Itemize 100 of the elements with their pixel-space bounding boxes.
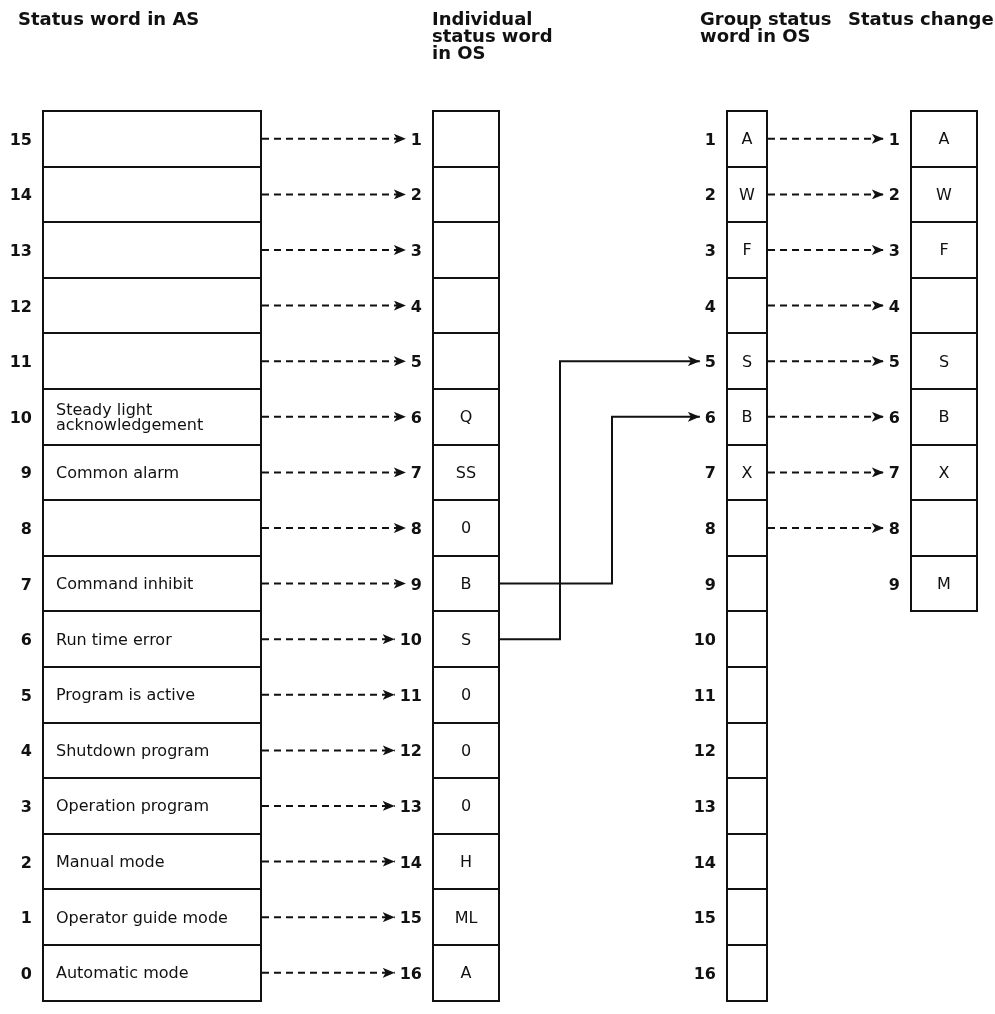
status-code: S — [938, 353, 950, 369]
status-code: 0 — [460, 798, 472, 814]
row-number: 3 — [704, 240, 716, 260]
bit-number: 14 — [9, 184, 32, 204]
bit-number: 4 — [20, 740, 32, 760]
dashed-arrow — [767, 300, 885, 311]
row-number: 9 — [704, 574, 716, 594]
row-number: 16 — [693, 963, 716, 983]
row-number: 3 — [410, 240, 422, 260]
dashed-arrow — [767, 411, 885, 422]
bit-number: 10 — [9, 407, 32, 427]
status-code: X — [741, 464, 753, 480]
status-code: B — [938, 409, 950, 425]
row-number: 2 — [704, 184, 716, 204]
row-number: 4 — [888, 296, 900, 316]
bit-number: 6 — [20, 629, 32, 649]
row-number: 8 — [888, 518, 900, 538]
status-code: X — [938, 464, 950, 480]
row-number: 10 — [399, 629, 422, 649]
status-code: S — [741, 353, 753, 369]
bit-number: 1 — [20, 907, 32, 927]
status-description: Manual mode — [55, 854, 165, 870]
row-number: 2 — [888, 184, 900, 204]
status-description: Command inhibit — [55, 576, 194, 592]
dashed-arrow — [767, 133, 885, 144]
bit-number: 12 — [9, 296, 32, 316]
status-description: Run time error — [55, 631, 172, 647]
dashed-arrow — [261, 189, 407, 200]
row-number: 14 — [399, 852, 422, 872]
bit-number: 0 — [20, 963, 32, 983]
dashed-arrow — [767, 467, 885, 478]
status-code: ML — [454, 909, 478, 925]
dashed-arrow — [261, 523, 407, 533]
dashed-arrow — [767, 245, 885, 255]
bit-number: 7 — [20, 574, 32, 594]
bit-number: 2 — [20, 852, 32, 872]
row-number: 11 — [693, 685, 716, 705]
status-code: B — [741, 409, 753, 425]
status-code: 0 — [460, 520, 472, 536]
row-number: 6 — [410, 407, 422, 427]
bit-number: 15 — [9, 129, 32, 149]
row-number: 16 — [399, 963, 422, 983]
status-code: A — [741, 131, 753, 147]
row-number: 3 — [888, 240, 900, 260]
status-description: Automatic mode — [55, 965, 189, 981]
status-code: 0 — [460, 742, 472, 758]
row-number: 12 — [399, 740, 422, 760]
row-number: 11 — [399, 685, 422, 705]
dashed-arrow — [261, 300, 407, 311]
row-number: 8 — [410, 518, 422, 538]
status-description: Shutdown program — [55, 742, 210, 758]
row-number: 9 — [410, 574, 422, 594]
status-description: Operation program — [55, 798, 209, 814]
status-description: Program is active — [55, 687, 196, 703]
row-number: 8 — [704, 518, 716, 538]
bit-number: 9 — [20, 462, 32, 482]
column-heading: Group status word in OS — [700, 10, 833, 44]
row-number: 6 — [704, 407, 716, 427]
dashed-arrow — [261, 467, 407, 478]
status-description: Common alarm — [55, 464, 180, 480]
dashed-arrow — [261, 634, 396, 645]
status-code: F — [939, 242, 949, 258]
arrow — [499, 411, 701, 585]
dashed-arrow — [261, 133, 407, 144]
row-number: 14 — [693, 852, 716, 872]
row-number: 5 — [410, 351, 422, 371]
dashed-arrow — [261, 967, 396, 978]
row-number: 6 — [888, 407, 900, 427]
row-number: 7 — [704, 462, 716, 482]
status-description: Steady light acknowledgement — [55, 401, 205, 432]
status-code: F — [742, 242, 752, 258]
row-number: 7 — [410, 462, 422, 482]
status-code: 0 — [460, 687, 472, 703]
row-number: 5 — [704, 351, 716, 371]
arrow — [499, 356, 701, 641]
row-number: 15 — [693, 907, 716, 927]
dashed-arrow — [261, 245, 407, 255]
row-number: 4 — [410, 296, 422, 316]
row-number: 10 — [693, 629, 716, 649]
dashed-arrow — [261, 689, 396, 700]
row-number: 1 — [410, 129, 422, 149]
row-number: 5 — [888, 351, 900, 371]
column-heading: Status change — [848, 10, 995, 27]
dashed-arrow — [261, 856, 396, 867]
dashed-arrow — [767, 523, 885, 533]
dashed-arrow — [261, 801, 396, 811]
bit-number: 5 — [20, 685, 32, 705]
dashed-arrow — [261, 912, 396, 923]
column-heading: Individual status word in OS — [432, 10, 554, 61]
status-code: H — [460, 854, 472, 870]
bit-number: 11 — [9, 351, 32, 371]
status-code: A — [460, 965, 472, 981]
status-code: S — [460, 631, 472, 647]
dashed-arrow — [261, 745, 396, 756]
dashed-arrow — [767, 189, 885, 200]
status-code: A — [938, 131, 950, 147]
row-number: 15 — [399, 907, 422, 927]
dashed-arrow — [767, 356, 885, 367]
row-number: 2 — [410, 184, 422, 204]
dashed-arrow — [261, 356, 407, 367]
